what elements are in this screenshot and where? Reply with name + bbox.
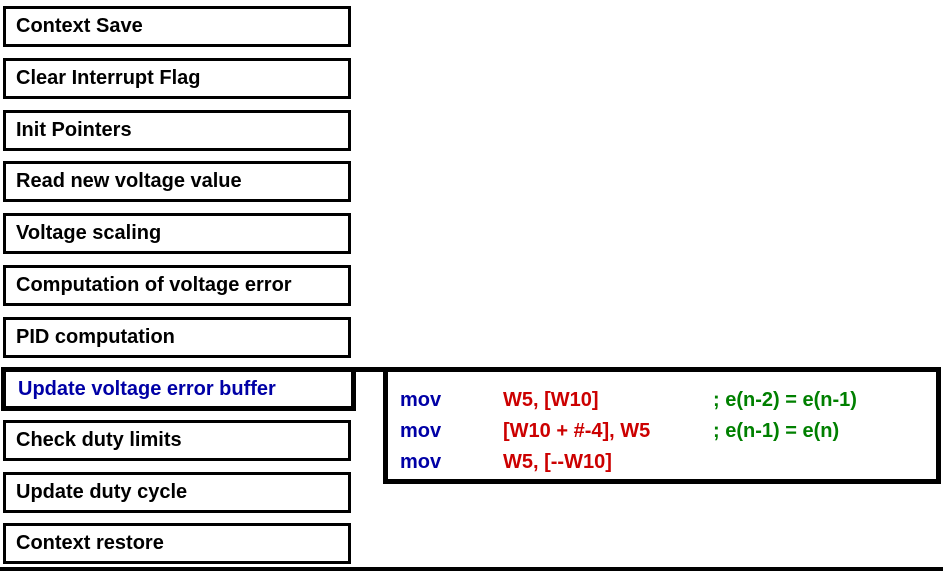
flow-step-label: Context Save — [16, 15, 143, 37]
flow-step-label: Read new voltage value — [16, 170, 242, 192]
assembly-code-panel: mov W5, [W10] ; e(n-2) = e(n-1) mov [W10… — [383, 367, 941, 484]
flow-step-label: Update voltage error buffer — [18, 377, 276, 400]
code-line: mov W5, [--W10] — [400, 447, 936, 478]
flow-step-check-duty-limits: Check duty limits — [3, 420, 351, 461]
code-comment: ; e(n-1) = e(n) — [713, 420, 840, 442]
code-mnemonic: mov — [400, 420, 442, 442]
flow-step-label: Clear Interrupt Flag — [16, 67, 201, 89]
code-operands: W5, [W10] — [503, 389, 599, 411]
code-operands: W5, [--W10] — [503, 451, 612, 473]
code-operands: [W10 + #-4], W5 — [503, 420, 651, 442]
flow-step-read-new-voltage-value: Read new voltage value — [3, 161, 351, 202]
flow-step-init-pointers: Init Pointers — [3, 110, 351, 151]
flow-step-pid-computation: PID computation — [3, 317, 351, 358]
flow-step-voltage-scaling: Voltage scaling — [3, 213, 351, 254]
flow-step-label: Check duty limits — [16, 429, 182, 451]
code-line: mov [W10 + #-4], W5 ; e(n-1) = e(n) — [400, 416, 936, 447]
flow-step-context-restore: Context restore — [3, 523, 351, 564]
code-comment: ; e(n-2) = e(n-1) — [713, 389, 857, 411]
flow-step-update-duty-cycle: Update duty cycle — [3, 472, 351, 513]
flow-step-label: Voltage scaling — [16, 222, 162, 244]
flow-step-clear-interrupt-flag: Clear Interrupt Flag — [3, 58, 351, 99]
flow-step-update-voltage-error-buffer: Update voltage error buffer — [1, 367, 356, 411]
flow-step-context-save: Context Save — [3, 6, 351, 47]
code-mnemonic: mov — [400, 389, 442, 411]
flow-step-label: PID computation — [16, 326, 175, 348]
flow-step-label: Update duty cycle — [16, 481, 188, 503]
flow-step-computation-of-voltage-error: Computation of voltage error — [3, 265, 351, 306]
flow-step-label: Init Pointers — [16, 119, 132, 141]
flow-step-label: Computation of voltage error — [16, 274, 292, 296]
flow-step-label: Context restore — [16, 532, 164, 554]
page-bottom-rule — [0, 567, 943, 571]
code-line: mov W5, [W10] ; e(n-2) = e(n-1) — [400, 385, 936, 416]
callout-connector-line — [348, 367, 392, 372]
code-mnemonic: mov — [400, 451, 442, 473]
